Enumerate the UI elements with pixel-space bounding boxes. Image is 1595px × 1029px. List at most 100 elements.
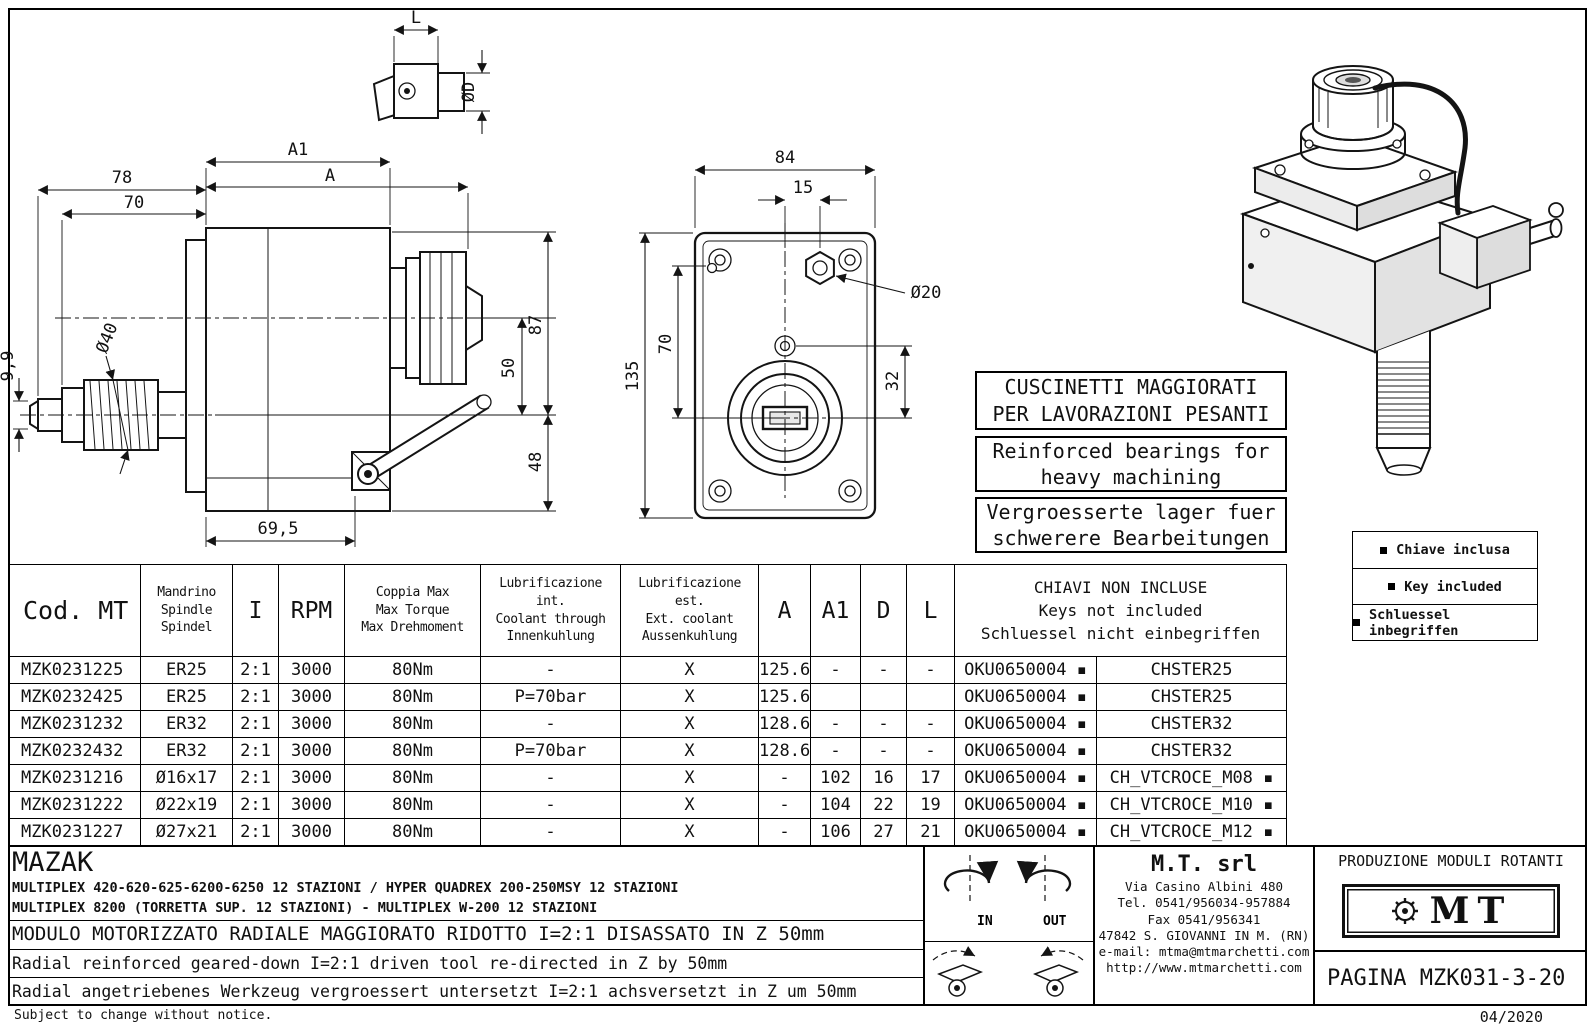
col-header-rpm: RPM [278,564,345,657]
table-cell: 80Nm [344,737,481,765]
square-bullet-icon [1388,583,1396,590]
table-cell: 3000 [278,710,345,738]
table-cell: - [906,656,955,684]
table-cell: MZK0231227 [8,818,141,846]
square-bullet-icon [1353,619,1360,626]
key-legend: Chiave inclusa Key included Schluessel i… [1352,531,1538,641]
table-cell: 22 [860,791,907,819]
dim-50: 50 [499,358,519,378]
table-cell: OKU0650004 ▪ [954,683,1097,711]
company-city: 47842 S. GIOVANNI IN M. (RN) [1098,927,1310,943]
col-header-keys: CHIAVI NON INCLUSE Keys not included Sch… [953,564,1288,657]
dim-OD: ØD [459,82,479,102]
table-cell: - [810,710,861,738]
table-cell: Ø16x17 [140,764,233,792]
table-cell: - [906,737,955,765]
company-name: M.T. srl [1151,852,1257,877]
table-cell: - [906,710,955,738]
table-cell: X [620,710,759,738]
table-cell: 128.6 [758,710,811,738]
in-label: IN [977,914,993,929]
table-cell: - [860,656,907,684]
table-cell: MZK0232425 [8,683,141,711]
tool-pictogram-icons [932,946,1084,997]
dim-135: 135 [623,361,643,392]
table-cell: - [480,791,621,819]
table-cell: 104 [810,791,861,819]
dim-78: 78 [112,168,132,188]
table-cell: OKU0650004 ▪ [954,791,1097,819]
table-cell: X [620,683,759,711]
table-cell: CHSTER32 [1095,710,1288,738]
legend-label-it: Chiave inclusa [1396,542,1510,558]
table-cell: - [480,710,621,738]
table-cell: ER32 [140,737,233,765]
module-description-en: Radial reinforced geared-down I=2:1 driv… [8,948,923,978]
machine-models-line1: MULTIPLEX 420-620-625-6200-6250 12 STAZI… [12,880,679,896]
table-cell: MZK0231232 [8,710,141,738]
table-cell: Ø22x19 [140,791,233,819]
table-cell: CH_VTCROCE_M08 ▪ [1095,764,1288,792]
table-cell: 21 [906,818,955,846]
legend-label-de: Schluessel inbegriffen [1369,606,1459,639]
table-cell [860,683,907,711]
table-cell: P=70bar [480,737,621,765]
tool-pictograms-cell [925,942,1093,1006]
table-cell: ER32 [140,710,233,738]
table-cell [810,683,861,711]
table-cell: - [480,656,621,684]
col-header-l: L [906,564,955,657]
col-header-a: A [758,564,811,657]
square-bullet-icon [1380,546,1388,554]
table-cell: MZK0231216 [8,764,141,792]
table-cell: 2:1 [232,683,279,711]
table-cell: 80Nm [344,710,481,738]
table-cell: 3000 [278,791,345,819]
mt-logo: MT [1342,884,1560,938]
table-cell: MZK0232432 [8,737,141,765]
title-block: MAZAK MULTIPLEX 420-620-625-6200-6250 12… [8,845,1587,1006]
table-cell: ER25 [140,683,233,711]
dim-A1: A1 [288,140,308,160]
col-header-lub-est: Lubrificazione est. Ext. coolant Aussenk… [620,564,759,657]
dim-d40: Ø40 [92,320,122,356]
rotation-arrows-cell: IN OUT [925,847,1093,942]
table-cell: CHSTER25 [1095,656,1288,684]
table-cell: 2:1 [232,818,279,846]
table-cell: 125.6 [758,683,811,711]
legend-label-en: Key included [1404,578,1502,595]
table-cell: 2:1 [232,764,279,792]
table-cell: CHSTER32 [1095,737,1288,765]
table-cell: X [620,791,759,819]
col-header-ratio: I [232,564,279,657]
dim-84: 84 [775,148,795,168]
company-tel: Tel. 0541/956034-957884 [1117,895,1291,911]
table-cell [906,683,955,711]
dim-48: 48 [526,452,546,472]
company-email: e-mail: mtma@mtmarchetti.com [1098,944,1310,959]
table-header-row: Cod. MT Mandrino Spindle Spindel I RPM C… [8,564,1288,657]
note-bearings-it: CUSCINETTI MAGGIORATI PER LAVORAZIONI PE… [975,371,1287,430]
col-header-a1: A1 [810,564,861,657]
legend-row-de: Schluessel inbegriffen [1353,604,1537,640]
table-cell: 2:1 [232,791,279,819]
table-cell: 80Nm [344,764,481,792]
table-cell: 16 [860,764,907,792]
company-website: http://www.mtmarchetti.com [1106,960,1302,976]
front-view-drawing: 84 15 Ø20 70 135 32 [623,148,941,520]
machine-brand: MAZAK [12,847,94,878]
module-description-it: MODULO MOTORIZZATO RADIALE MAGGIORATO RI… [8,920,923,949]
table-cell: - [758,791,811,819]
table-cell: OKU0650004 ▪ [954,710,1097,738]
table-cell: CHSTER25 [1095,683,1288,711]
table-cell: MZK0231222 [8,791,141,819]
module-description-de: Radial angetriebenes Werkzeug vergroesse… [8,977,923,1006]
machine-models-line2: MULTIPLEX 8200 (TORRETTA SUP. 12 STAZION… [12,899,598,916]
dim-front-70: 70 [656,334,676,354]
table-cell: 3000 [278,737,345,765]
